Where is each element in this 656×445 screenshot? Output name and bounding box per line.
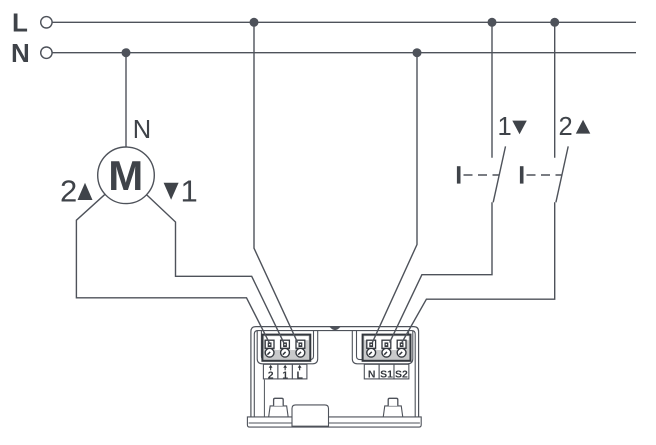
svg-text:1: 1 xyxy=(282,370,288,382)
svg-text:N: N xyxy=(368,369,376,381)
svg-text:N: N xyxy=(133,116,151,144)
svg-text:2: 2 xyxy=(60,174,77,209)
svg-text:M: M xyxy=(108,152,143,199)
svg-text:L: L xyxy=(12,8,28,38)
svg-text:2: 2 xyxy=(268,370,274,382)
svg-text:1: 1 xyxy=(498,113,512,141)
svg-text:L: L xyxy=(296,370,303,382)
svg-text:1: 1 xyxy=(181,174,198,209)
svg-text:2: 2 xyxy=(559,113,573,141)
svg-text:S1: S1 xyxy=(380,369,393,381)
svg-text:N: N xyxy=(11,38,30,68)
svg-text:S2: S2 xyxy=(395,369,408,381)
